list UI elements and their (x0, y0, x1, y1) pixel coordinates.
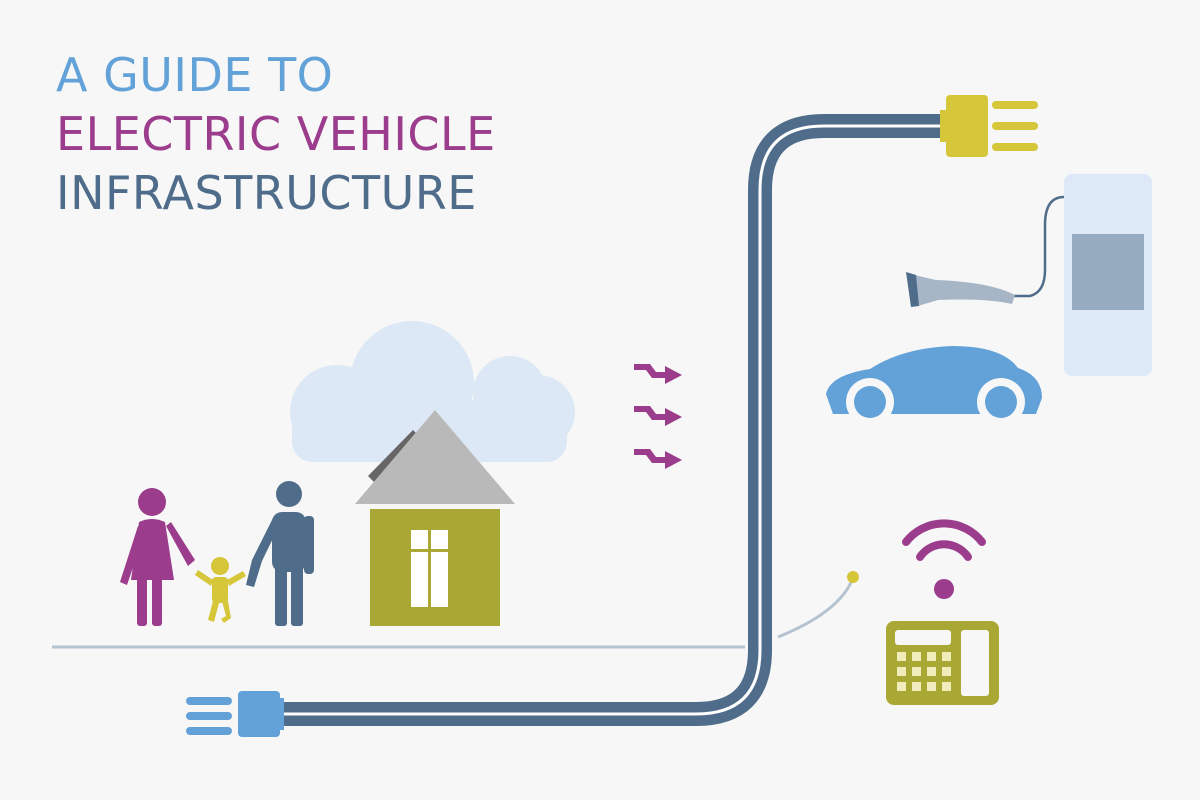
charging-station-icon (1008, 174, 1152, 376)
charging-connector-icon (906, 272, 1015, 307)
energy-flow-arrows-icon (634, 364, 682, 469)
cloud-icon (290, 321, 575, 462)
plug-icon-blue (186, 691, 284, 737)
title-line-3: INFRASTRUCTURE (56, 166, 477, 220)
ground-line (52, 571, 859, 649)
roof (355, 410, 515, 504)
power-cable-icon (280, 114, 945, 726)
smart-meter-icon (886, 621, 999, 705)
woman-icon (120, 488, 195, 626)
car-icon (826, 346, 1042, 426)
wifi-icon (902, 519, 986, 599)
connection-dot (847, 571, 859, 583)
house-icon (355, 410, 515, 626)
child-icon (195, 557, 246, 623)
plug-icon-yellow (940, 95, 1038, 157)
station-screen (1072, 234, 1144, 310)
window (411, 530, 448, 607)
title-line-2: ELECTRIC VEHICLE (56, 107, 496, 161)
title-line-1: A GUIDE TO (56, 48, 334, 102)
page-title: A GUIDE TO ELECTRIC VEHICLE INFRASTRUCTU… (56, 46, 496, 223)
man-icon (246, 481, 314, 626)
meter-keypad (897, 652, 951, 691)
